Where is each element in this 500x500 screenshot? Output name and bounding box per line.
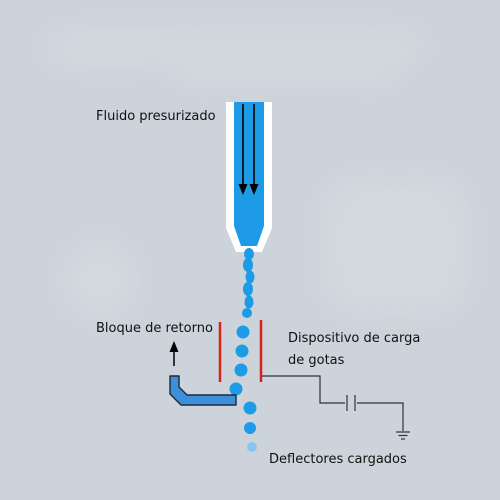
jet-segment	[243, 258, 253, 272]
flow-arrowhead-right	[249, 184, 259, 195]
pressurized-fluid	[234, 102, 264, 246]
droplet	[242, 308, 252, 318]
jet-segment	[243, 282, 253, 296]
droplet	[235, 344, 249, 358]
droplet-faded	[247, 442, 257, 452]
flow-arrowhead-left	[238, 184, 248, 195]
fluid-jet	[242, 248, 255, 318]
droplet	[229, 382, 243, 396]
return-block	[169, 375, 237, 406]
droplet	[236, 325, 250, 339]
circuit-wire	[262, 375, 345, 404]
droplet	[244, 422, 256, 434]
nozzle	[226, 102, 272, 252]
background-haze	[170, 60, 400, 86]
label-pressurized-fluid: Fluido presurizado	[96, 109, 216, 124]
droplet	[234, 363, 248, 377]
label-charged-deflectors: Deflectores cargados	[269, 452, 407, 467]
label-charge-device: Dispositivo de carga de gotas	[288, 331, 421, 368]
droplets	[229, 325, 257, 452]
circuit-wire	[357, 402, 404, 431]
charge-circuit	[262, 375, 410, 440]
background-haze	[60, 240, 140, 320]
droplet	[243, 401, 257, 415]
label-return-block: Bloque de retorno	[96, 321, 213, 336]
jet-segment	[245, 270, 255, 284]
return-arrowhead	[169, 341, 179, 352]
background-haze	[320, 175, 470, 315]
jet-neck	[244, 248, 254, 260]
jet-segment	[244, 295, 254, 309]
